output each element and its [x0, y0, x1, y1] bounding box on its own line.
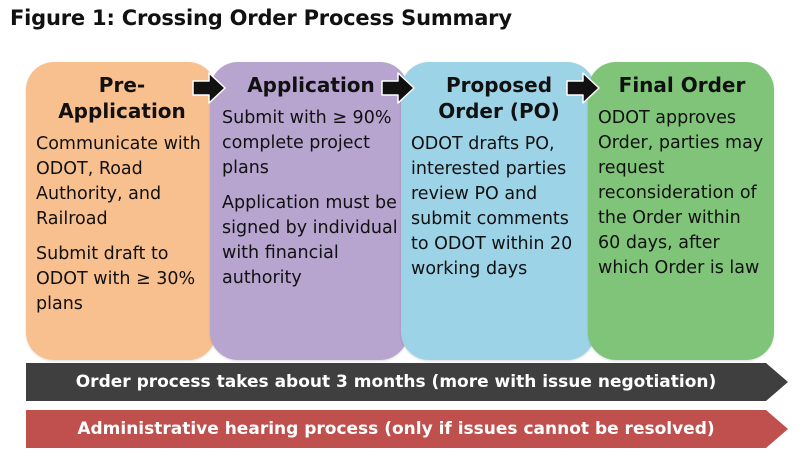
timeline-banner: Order process takes about 3 months (more…	[26, 363, 788, 401]
banner-text: Order process takes about 3 months (more…	[75, 372, 717, 392]
banner-arrow-shape	[26, 410, 788, 448]
stage-pre-application: Pre-Application Communicate with ODOT, R…	[26, 62, 216, 360]
stage-final-order: Final Order ODOT approves Order, parties…	[588, 62, 774, 360]
stage-paragraph: Submit draft to ODOT with ≥ 30% plans	[36, 244, 196, 314]
banner-arrow-shape	[26, 363, 788, 401]
stage-paragraph: ODOT drafts PO, interested parties revie…	[411, 134, 573, 279]
stage-paragraph: Submit with ≥ 90% complete project plans	[222, 108, 392, 178]
stage-title: Application	[247, 73, 375, 97]
figure-title: Figure 1: Crossing Order Process Summary	[10, 6, 512, 30]
right-arrow-icon	[192, 72, 226, 104]
stage-title: Proposed Order (PO)	[438, 73, 560, 123]
stage-application: Application Submit with ≥ 90% complete p…	[210, 62, 408, 360]
right-arrow-icon	[566, 72, 600, 104]
stage-title: Pre-Application	[58, 73, 186, 123]
stage-paragraph: ODOT approves Order, parties may request…	[598, 108, 764, 278]
hearing-banner: Administrative hearing process (only if …	[26, 410, 788, 448]
stage-paragraph: Application must be signed by individual…	[222, 193, 398, 288]
right-arrow-icon	[381, 72, 415, 104]
stage-title: Final Order	[618, 73, 746, 97]
stage-paragraph: Communicate with ODOT, Road Authority, a…	[36, 134, 201, 229]
stage-proposed-order: Proposed Order (PO) ODOT drafts PO, inte…	[401, 62, 595, 360]
banner-text: Administrative hearing process (only if …	[77, 419, 715, 439]
cropped-text-remnant	[0, 462, 800, 471]
